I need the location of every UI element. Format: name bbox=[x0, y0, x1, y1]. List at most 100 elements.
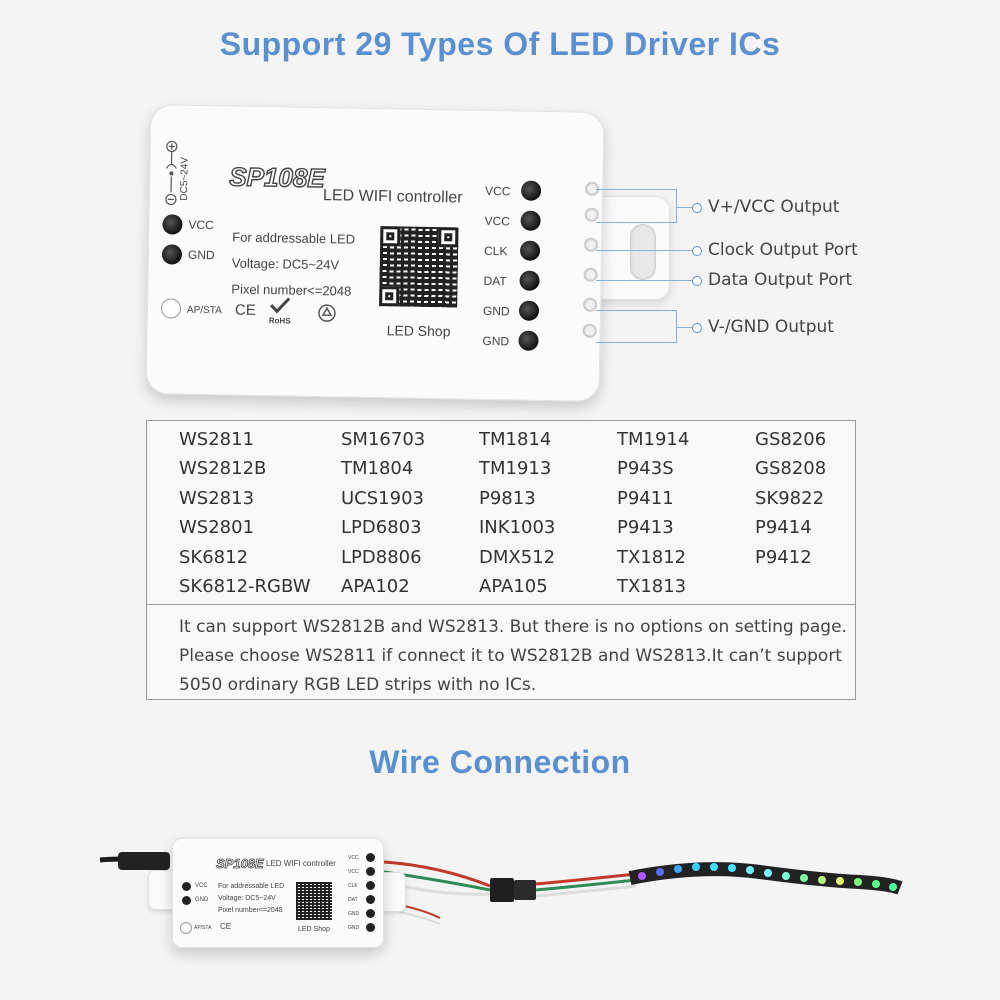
callout-dot-vcc bbox=[692, 203, 702, 213]
ic-item: WS2811 bbox=[179, 429, 255, 450]
jst-connector-male bbox=[514, 880, 536, 900]
callout-line-dat bbox=[596, 280, 696, 281]
callout-dot-clk bbox=[692, 246, 702, 256]
ic-item: P9813 bbox=[479, 487, 536, 509]
jst-connector-female bbox=[490, 878, 514, 902]
product-name: LED WIFI controller bbox=[322, 187, 463, 207]
wire-white-strip bbox=[535, 884, 637, 898]
output-port-small bbox=[366, 853, 375, 862]
ic-item: GS8206 bbox=[755, 429, 827, 450]
vcc-input-port bbox=[162, 214, 183, 235]
product-name-small: LED WIFI controller bbox=[266, 859, 336, 868]
spec-line-1-small: For addressable LED bbox=[218, 883, 285, 890]
callout-clock-output: Clock Output Port bbox=[708, 240, 858, 260]
output-port-gnd-1 bbox=[518, 300, 540, 321]
ic-item: DMX512 bbox=[479, 546, 556, 568]
output-port-small bbox=[366, 909, 375, 918]
callout-line-gnd bbox=[676, 327, 696, 328]
note-line-2: Please choose WS2811 if connect it to WS… bbox=[179, 646, 842, 666]
qr-finder bbox=[380, 226, 401, 247]
ap-sta-button[interactable] bbox=[160, 298, 182, 319]
note-line-1: It can support WS2812B and WS2813. But t… bbox=[179, 617, 847, 637]
vcc-input-label-small: VCC bbox=[195, 883, 208, 889]
ic-item: WS2813 bbox=[179, 487, 255, 509]
port-label-vcc-2: VCC bbox=[484, 213, 511, 229]
callout-line-vcc bbox=[676, 207, 696, 208]
terminal-hole bbox=[584, 207, 599, 222]
ap-sta-label: AP/STA bbox=[186, 304, 222, 317]
qr-code-small bbox=[296, 882, 332, 920]
qr-finder bbox=[379, 286, 400, 307]
table-divider bbox=[147, 604, 855, 605]
callout-dot-dat bbox=[692, 276, 702, 286]
shop-name: LED Shop bbox=[386, 322, 451, 340]
spec-line-2-small: Voltage: DC5~24V bbox=[218, 895, 276, 902]
ic-item: UCS1903 bbox=[341, 487, 424, 509]
ic-item: SK6812-RGBW bbox=[179, 576, 311, 597]
ic-item: INK1003 bbox=[479, 517, 556, 539]
callout-bracket-vcc bbox=[676, 189, 677, 223]
shop-name-small: LED Shop bbox=[298, 926, 330, 933]
main-title: Support 29 Types Of LED Driver ICs bbox=[219, 26, 781, 62]
mounting-hole bbox=[630, 224, 656, 280]
output-port-dat bbox=[519, 270, 540, 291]
ic-item: WS2812B bbox=[179, 458, 267, 480]
check-icon bbox=[269, 296, 291, 318]
ic-item: TM1914 bbox=[617, 429, 690, 450]
led-strip bbox=[628, 862, 903, 895]
ic-item: WS2801 bbox=[179, 517, 255, 539]
output-port-vcc-1 bbox=[520, 180, 542, 201]
ic-item: APA105 bbox=[479, 576, 548, 597]
wiring-scene bbox=[99, 852, 903, 925]
ic-item: TX1812 bbox=[617, 546, 687, 568]
output-port-gnd-2 bbox=[518, 330, 539, 351]
ic-item: P9411 bbox=[617, 487, 674, 509]
port-label-small-4: DAT bbox=[348, 897, 358, 903]
vcc-input-port-small bbox=[182, 882, 191, 891]
dc-plug bbox=[118, 852, 170, 870]
output-port-clk bbox=[519, 240, 541, 261]
port-label-gnd-2: GND bbox=[482, 333, 510, 349]
callout-vcc-output: V+/VCC Output bbox=[708, 197, 840, 217]
port-label-small-5: GND bbox=[348, 911, 360, 917]
gnd-input-label: GND bbox=[187, 247, 215, 263]
model-name-small: SP108E bbox=[216, 856, 264, 872]
ic-item: SK6812 bbox=[179, 546, 249, 568]
ic-item: APA102 bbox=[341, 576, 410, 597]
port-label-small-2: VCC bbox=[348, 869, 359, 875]
ic-item: TM1814 bbox=[479, 429, 552, 450]
rohs-mark: RoHS bbox=[268, 316, 291, 326]
power-voltage-label: DC5~24V bbox=[178, 156, 191, 201]
ap-sta-button-small[interactable] bbox=[180, 922, 192, 934]
ic-item: TM1804 bbox=[341, 458, 414, 480]
output-port-small bbox=[366, 867, 375, 876]
callout-line-clk bbox=[596, 250, 696, 251]
port-label-small-6: GND bbox=[348, 925, 360, 931]
wire-green-strip bbox=[535, 878, 637, 892]
dc-power-icon bbox=[163, 140, 180, 206]
callout-line-gnd-top bbox=[596, 310, 676, 311]
ic-item: P943S bbox=[617, 458, 674, 480]
port-label-gnd-1: GND bbox=[482, 303, 510, 319]
callout-dot-gnd bbox=[692, 323, 702, 333]
spec-line-3-small: Pixel number<=2048 bbox=[218, 907, 283, 914]
controller-device-small: SP108E LED WIFI controller For addressab… bbox=[172, 838, 384, 948]
ic-item: TM1913 bbox=[479, 458, 552, 480]
callout-line-vcc-top bbox=[596, 189, 676, 190]
ic-item: SM16703 bbox=[341, 429, 426, 450]
model-name: SP108E bbox=[228, 161, 325, 194]
port-label-dat: DAT bbox=[483, 273, 507, 289]
ic-item: LPD6803 bbox=[341, 517, 422, 539]
ic-item: GS8208 bbox=[755, 458, 827, 480]
gnd-input-label-small: GND bbox=[195, 897, 209, 903]
output-port-small bbox=[366, 881, 375, 890]
port-label-small-1: VCC bbox=[348, 855, 359, 861]
ce-mark: CE bbox=[234, 301, 256, 319]
ic-item: P9412 bbox=[755, 546, 812, 568]
output-port-vcc-2 bbox=[520, 210, 541, 231]
output-port-small bbox=[366, 895, 375, 904]
callout-bracket-gnd bbox=[676, 310, 677, 343]
ic-item: LPD8806 bbox=[341, 546, 422, 568]
spec-line-2: Voltage: DC5~24V bbox=[231, 255, 340, 273]
